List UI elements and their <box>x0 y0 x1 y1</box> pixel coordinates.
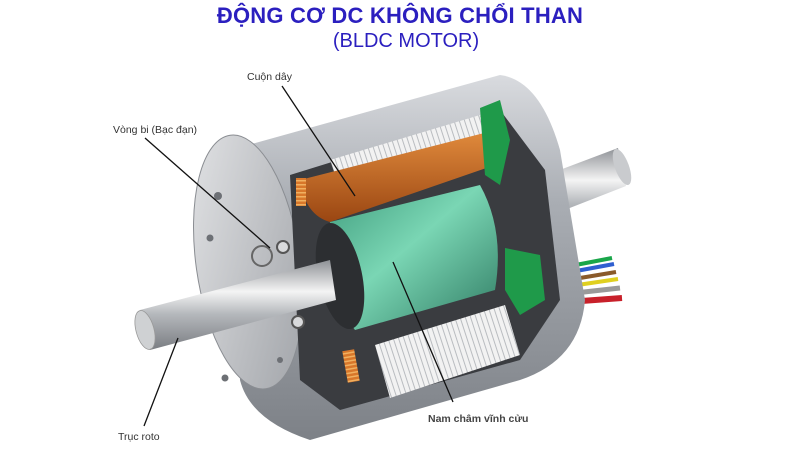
rotor-shaft-left <box>134 260 336 350</box>
label-rotor-shaft: Trục roto <box>118 431 160 443</box>
diagram-subtitle: (BLDC MOTOR) <box>332 30 480 52</box>
callout-lines <box>143 85 454 427</box>
permanent-magnet-rotor <box>315 185 498 330</box>
label-permanent-magnet: Nam châm vĩnh cửu <box>428 413 529 425</box>
label-coil: Cuộn dây <box>247 71 292 83</box>
diagram-title: ĐỘNG CƠ DC KHÔNG CHỔI THAN <box>216 3 584 28</box>
end-cap-insulator <box>480 100 545 315</box>
label-bearing: Vòng bi (Bạc đạn) <box>113 124 198 136</box>
bearing <box>251 240 305 329</box>
